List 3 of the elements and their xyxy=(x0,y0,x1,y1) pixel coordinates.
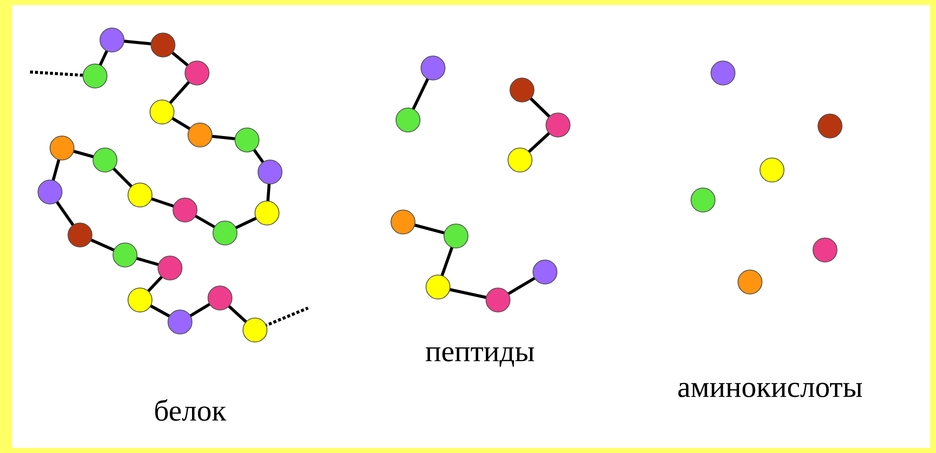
molecule-label: белок xyxy=(155,399,226,421)
molecule-label: аминокислоты xyxy=(678,382,862,398)
molecule-label: пептиды xyxy=(426,347,534,367)
